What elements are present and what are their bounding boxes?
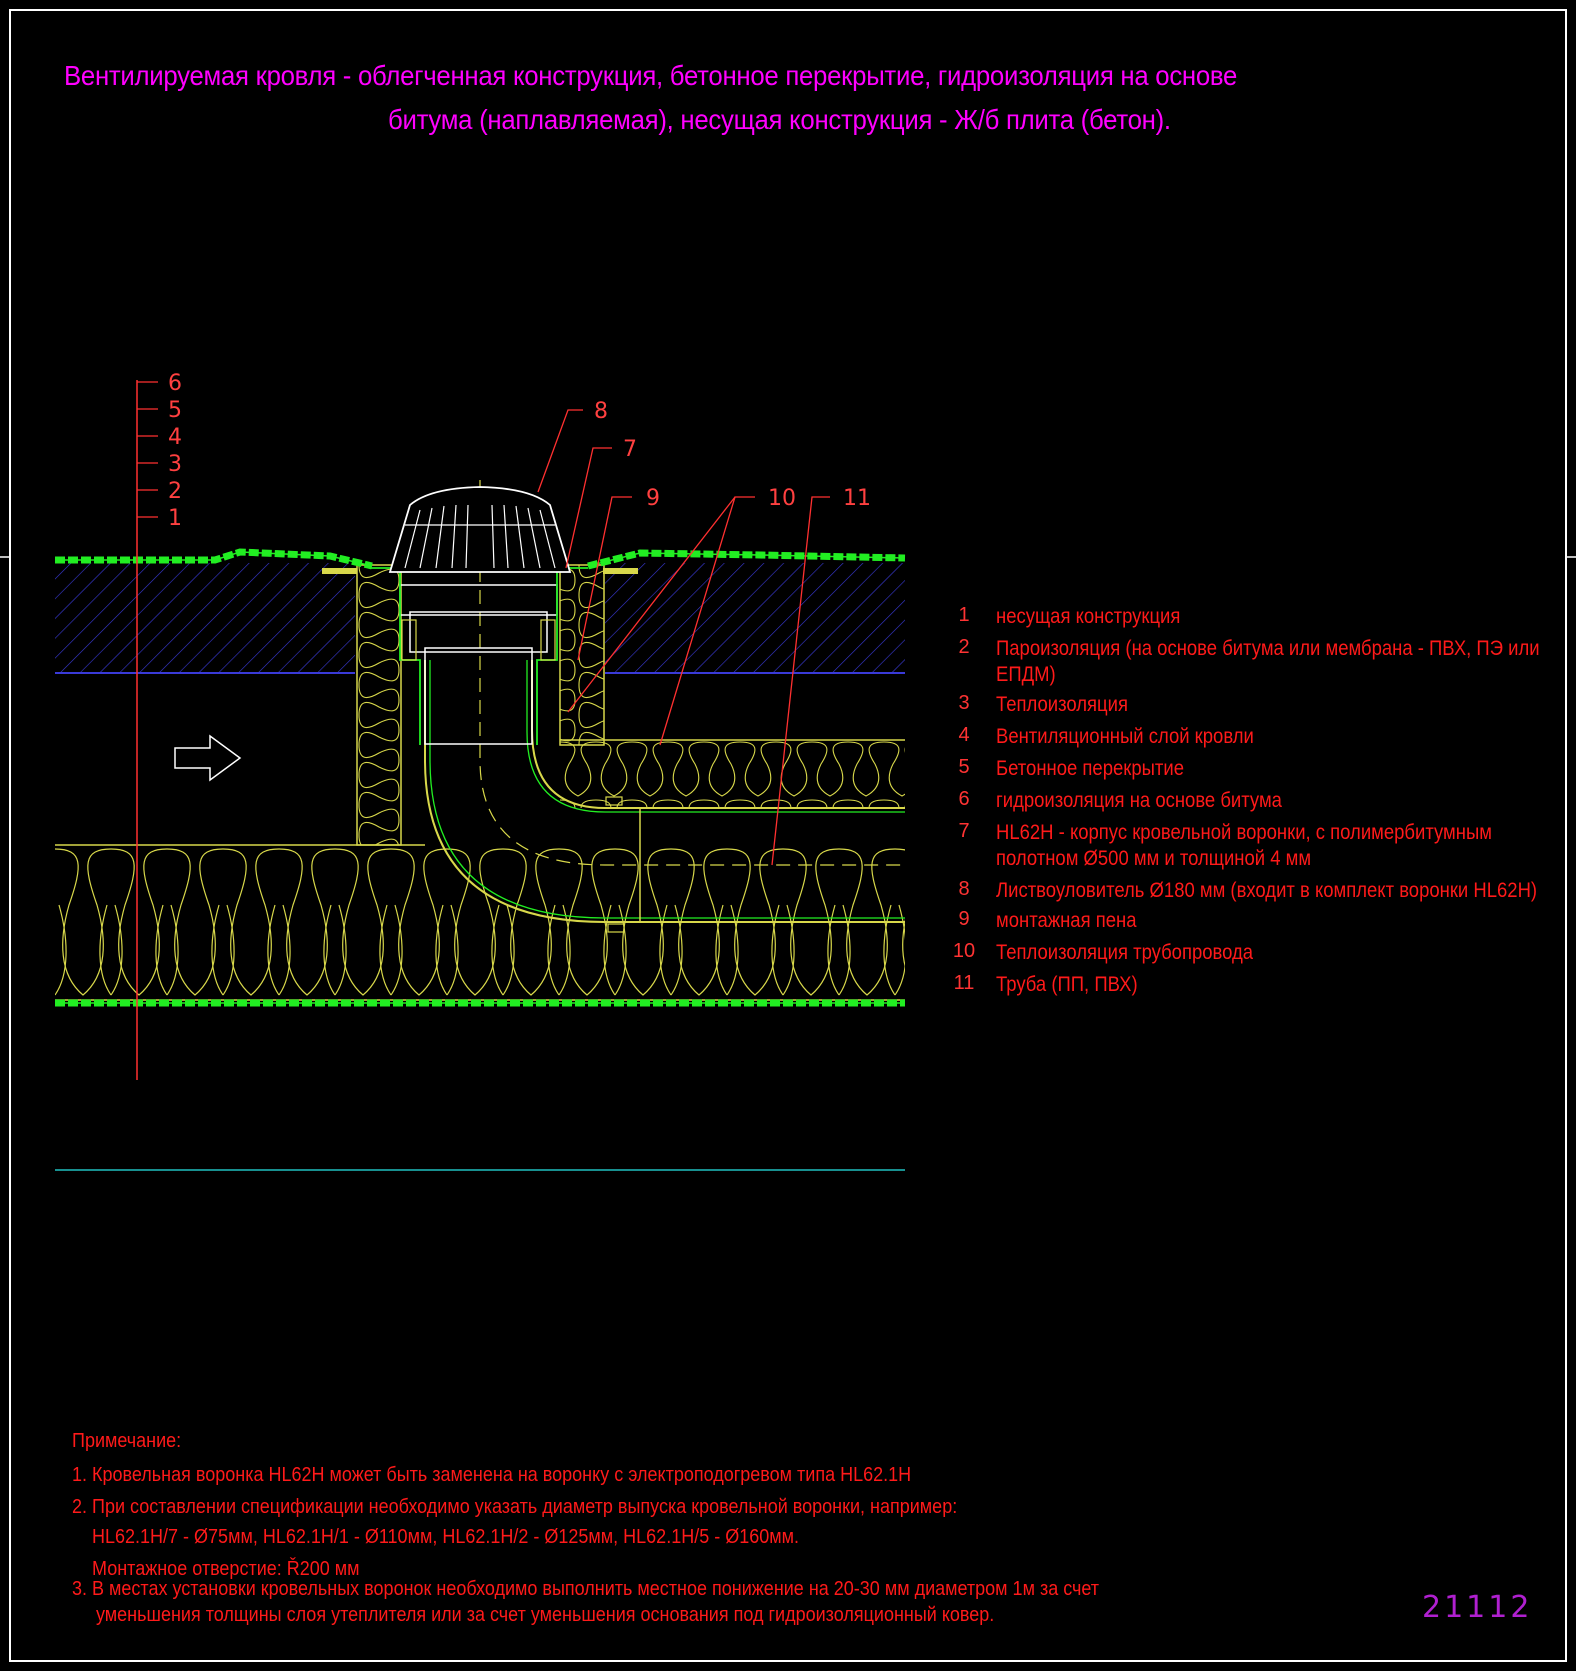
note-3-cont: уменьшения толщины слоя утеплителя или з… [96, 1604, 995, 1626]
legend-text: Листвоуловитель Ø180 мм (входит в компле… [996, 879, 1538, 902]
scale-label-2: 2 [168, 479, 182, 504]
legend-num: 1 [958, 604, 970, 626]
legend-num: 10 [952, 940, 976, 962]
legend-num: 7 [958, 820, 970, 842]
legend-text: несущая конструкция [996, 605, 1181, 628]
funnel-collar [399, 584, 558, 616]
concrete-slab [55, 563, 355, 673]
legend-text: Вентиляционный слой кровли [996, 725, 1254, 748]
legend-num: 2 [958, 636, 970, 658]
funnel-outlet [424, 647, 533, 745]
callout-8: 8 [594, 399, 608, 424]
callout-11: 11 [843, 486, 871, 511]
funnel-flange-left [370, 567, 421, 745]
title-line-2: битума (наплавляемая), несущая конструкц… [388, 104, 1171, 135]
legend-num: 6 [958, 788, 970, 810]
callout-7: 7 [623, 437, 637, 462]
legend-text: Труба (ПП, ПВХ) [996, 973, 1138, 996]
note-3: 3. В местах установки кровельных воронок… [72, 1578, 1100, 1600]
leaf-guard [388, 486, 572, 573]
funnel-insulation-left [356, 564, 402, 846]
drawing-frame [9, 9, 1567, 1662]
ventilation-arrow-icon [174, 734, 242, 782]
pipe-insulation-top [560, 740, 905, 808]
legend-num: 5 [958, 756, 970, 778]
scale-label-3: 3 [168, 452, 182, 477]
drawing-code: 21112 [1422, 1590, 1533, 1625]
sealant-left [322, 568, 357, 574]
note-2-examples: HL62.1H/7 - Ø75мм, HL62.1H/1 - Ø110мм, H… [92, 1526, 799, 1548]
note-1: 1. Кровельная воронка HL62H может быть з… [72, 1464, 912, 1486]
callout-leaders [537, 409, 830, 866]
legend-num: 11 [953, 972, 975, 994]
concrete-slab-right [605, 563, 905, 673]
legend-text: Теплоизоляция трубопровода [996, 941, 1254, 964]
legend-num: 3 [958, 692, 970, 714]
sealant-right [603, 568, 638, 574]
legend-text: Теплоизоляция [996, 693, 1128, 716]
legend-text-cont: ЕПДМ) [996, 663, 1056, 686]
scale-label-6: 6 [168, 371, 182, 396]
callout-10: 10 [768, 486, 796, 511]
scale-label-1: 1 [168, 506, 182, 531]
pipe-outer [424, 660, 905, 923]
legend-text: HL62H - корпус кровельной воронки, с пол… [996, 821, 1492, 844]
pipe-centerline [479, 480, 905, 866]
funnel-insulation-right [559, 564, 605, 746]
legend-num: 9 [958, 908, 970, 930]
legend-text: Пароизоляция (на основе битума или мембр… [996, 637, 1540, 660]
callout-9: 9 [646, 486, 660, 511]
note-2-opening: Монтажное отверстие: Ř200 мм [92, 1558, 360, 1580]
pipe-clip-top [605, 796, 623, 806]
note-2: 2. При составлении спецификации необходи… [72, 1496, 958, 1518]
funnel-neck [409, 611, 548, 653]
pipe-clip-bottom [607, 923, 625, 933]
notes-heading: Примечание: [72, 1430, 182, 1452]
waterproofing-top-line [55, 551, 906, 567]
legend-num: 8 [958, 878, 970, 900]
layer-scale-ticks [137, 381, 158, 518]
foam-right [540, 619, 556, 661]
leaf-guard-ribs [404, 504, 556, 569]
legend-text: Бетонное перекрытие [996, 757, 1184, 780]
scale-label-5: 5 [168, 398, 182, 423]
pipe-inner-green [526, 660, 905, 813]
pipe-outer-green [429, 660, 905, 919]
legend-text: монтажная пена [996, 909, 1137, 932]
legend-num: 4 [958, 724, 970, 746]
foam-left [401, 619, 417, 661]
legend-text-cont: полотном Ø500 мм и толщиной 4 мм [996, 847, 1312, 870]
scale-label-4: 4 [168, 425, 182, 450]
legend-text: гидроизоляция на основе битума [996, 789, 1282, 812]
title-line-1: Вентилируемая кровля - облегченная конст… [64, 60, 1238, 91]
